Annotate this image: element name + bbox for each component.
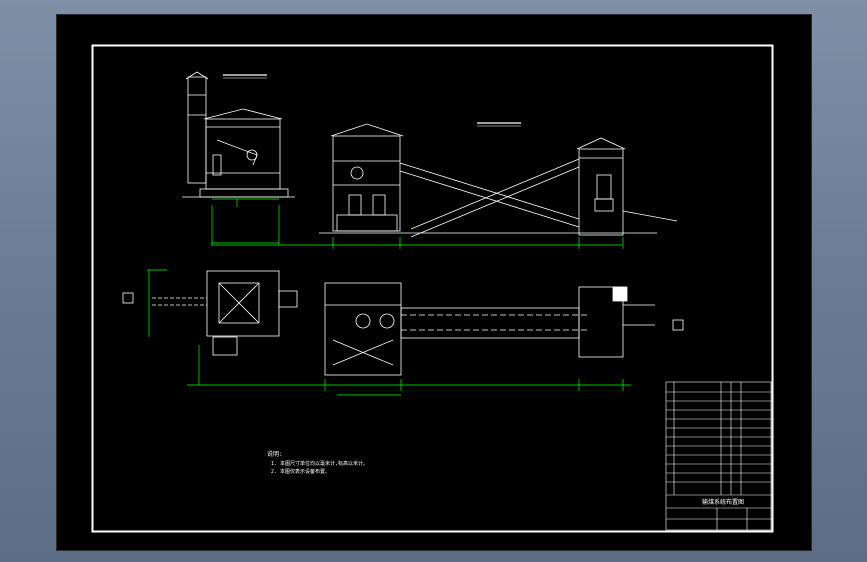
plan-view-left xyxy=(152,270,298,356)
general-notes: 说明: 1. 本图尺寸单位均以毫米计,标高以米计。 2. 本图仅表示设备布置。 xyxy=(267,450,368,475)
drawing-svg: 说明: 1. 本图尺寸单位均以毫米计,标高以米计。 2. 本图仅表示设备布置。 … xyxy=(91,44,774,533)
title-block-drawing-name: 输煤系统布置图 xyxy=(702,498,744,506)
plan-view-right xyxy=(578,286,655,358)
notes-line-2: 2. 本图仅表示设备布置。 xyxy=(271,468,330,475)
notes-heading: 说明: xyxy=(267,450,283,458)
section-markers xyxy=(122,292,684,331)
notes-line-1: 1. 本图尺寸单位均以毫米计,标高以米计。 xyxy=(271,460,368,467)
elevation-view-right xyxy=(319,123,678,238)
title-block xyxy=(665,381,772,531)
drawing-frame xyxy=(91,44,774,533)
section-title-bar-2 xyxy=(477,122,521,127)
plan-conveyor-gallery xyxy=(400,307,587,339)
cad-drawing-canvas[interactable]: 说明: 1. 本图尺寸单位均以毫米计,标高以米计。 2. 本图仅表示设备布置。 … xyxy=(56,14,812,551)
elevation-left-dimensions xyxy=(211,198,280,245)
plan-dimensions xyxy=(147,269,631,396)
elevation-view-left xyxy=(182,71,295,198)
elevation-right-dimensions xyxy=(211,237,624,249)
plan-view-middle xyxy=(324,282,402,376)
section-title-bar-1 xyxy=(223,74,267,79)
